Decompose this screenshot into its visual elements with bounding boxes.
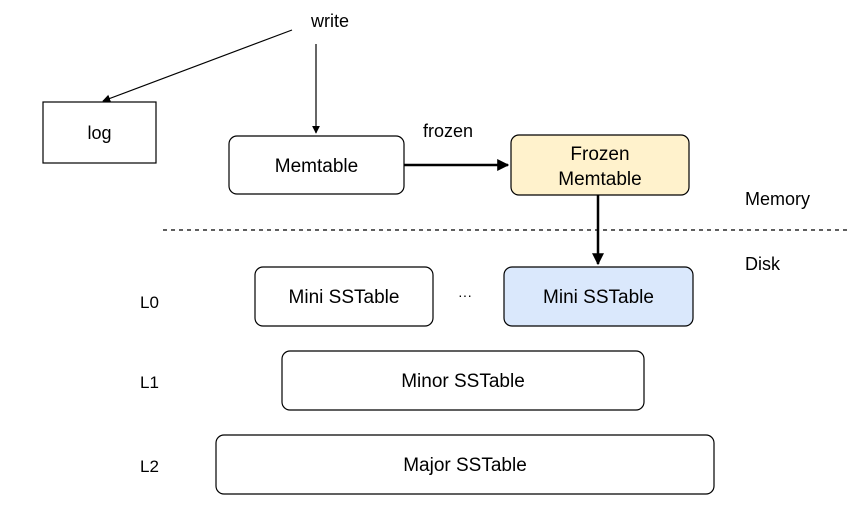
memtable-label: Memtable [275, 156, 358, 177]
frozen-memtable-box [510, 134, 690, 196]
log-label: log [87, 123, 111, 143]
major-sstable-box [215, 434, 715, 495]
log-box [42, 101, 157, 164]
mini-sstable-right-box [503, 266, 694, 327]
level-l2-label: L2 [140, 457, 159, 476]
level-l0-label: L0 [140, 293, 159, 312]
frozen-memtable-label-line1: Frozen [570, 144, 629, 165]
mini-sstable-left-label: Mini SSTable [289, 287, 400, 308]
disk-label: Disk [745, 254, 781, 274]
memory-label: Memory [745, 189, 810, 209]
frozen-memtable-label-line2: Memtable [558, 169, 641, 190]
frozen-label: frozen [423, 121, 473, 141]
write-to-log-arrow [102, 29, 293, 103]
mini-sstable-left-box [254, 266, 434, 327]
write-label: write [310, 11, 349, 31]
mini-sstable-ellipsis: ··· [458, 287, 472, 303]
mini-sstable-right-label: Mini SSTable [543, 287, 654, 308]
major-sstable-label: Major SSTable [403, 455, 527, 476]
level-l1-label: L1 [140, 373, 159, 392]
minor-sstable-label: Minor SSTable [401, 371, 525, 392]
minor-sstable-box [281, 350, 645, 411]
